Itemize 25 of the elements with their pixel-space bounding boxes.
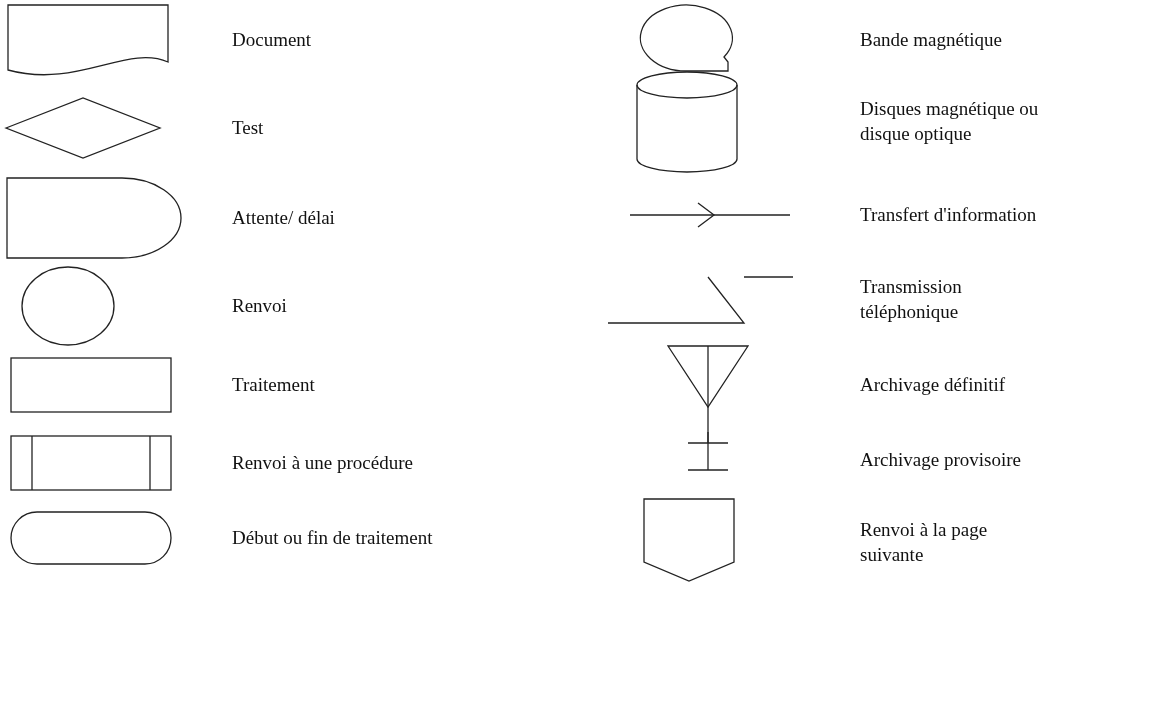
- lightning-line-symbol: [608, 275, 793, 325]
- symbol-label: Archivage provisoire: [860, 447, 1021, 472]
- symbol-label: Transmission téléphonique: [860, 275, 963, 324]
- symbol-label: Début ou fin de traitement: [232, 525, 433, 550]
- symbol-label: Test: [232, 115, 264, 140]
- symbol-label: Archivage définitif: [860, 372, 1006, 397]
- symbol-label: Renvoi à une procédure: [232, 450, 413, 475]
- symbol-label: Traitement: [232, 372, 315, 397]
- terminal-symbol: [10, 511, 172, 565]
- delay-symbol: [6, 177, 182, 259]
- symbol-label: Document: [232, 27, 312, 52]
- document-symbol: [7, 4, 169, 76]
- decision-diamond: [5, 97, 161, 159]
- connector-circle: [20, 265, 116, 347]
- symbol-label: Attente/ délai: [232, 205, 335, 230]
- symbol-label: Bande magnétique: [860, 27, 1002, 52]
- symbol-label: Transfert d'information: [860, 202, 1037, 227]
- symbol-label: Renvoi: [232, 293, 287, 318]
- cylinder-symbol: [636, 71, 738, 173]
- offpage-connector: [643, 498, 735, 582]
- archive-symbol: [667, 345, 749, 445]
- symbol-label: Renvoi à la page suivante: [860, 518, 989, 567]
- process-box: [10, 357, 172, 413]
- subroutine-box: [10, 435, 172, 491]
- symbol-label: Disques magnétique ou disque optique: [860, 97, 1040, 146]
